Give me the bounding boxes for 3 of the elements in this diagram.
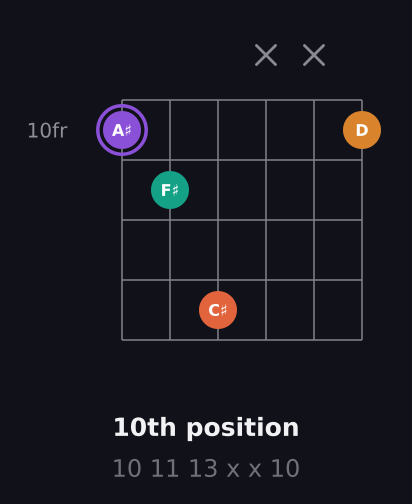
chord-title: 10th position: [115, 416, 298, 442]
fret-label: 10fr: [28, 122, 68, 138]
fret-numbers: 10 11 13 x x 10: [114, 458, 299, 478]
